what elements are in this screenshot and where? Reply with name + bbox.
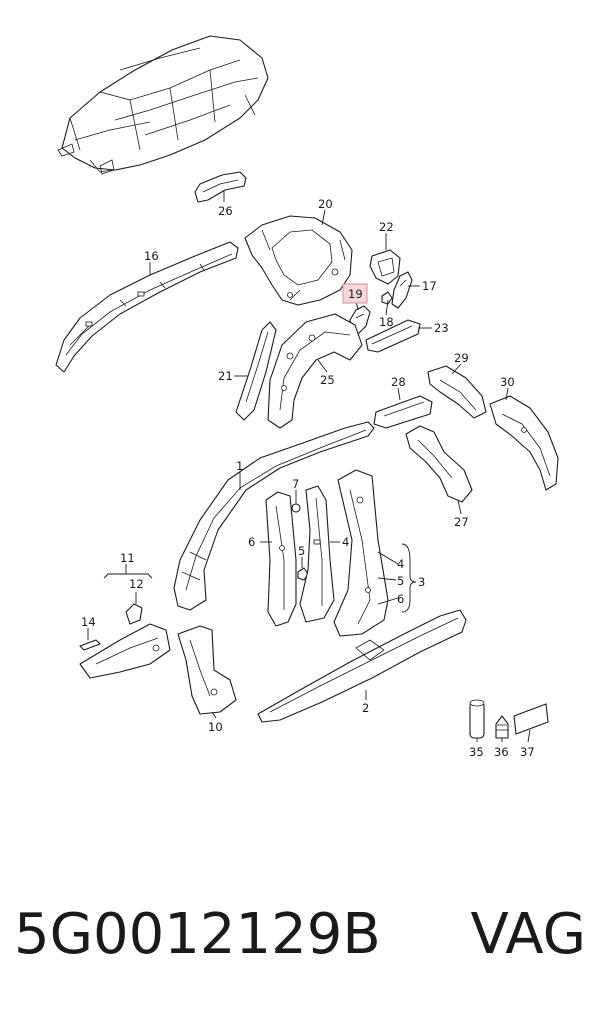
part-6-pillar-inner <box>265 491 297 627</box>
part-35-foam <box>469 699 485 739</box>
callout-25: 25 <box>320 373 335 387</box>
callout-20: 20 <box>318 197 333 211</box>
part-30-rear-panel <box>489 395 559 491</box>
part-11-front-panel <box>79 623 171 679</box>
car-body-overview <box>57 35 269 175</box>
part-16-roof-rail <box>55 241 239 373</box>
callout-1: 1 <box>236 459 243 473</box>
parts-diagram: 26 20 16 22 17 19 18 23 21 25 28 29 30 2… <box>55 35 559 759</box>
callout-28: 28 <box>391 375 406 389</box>
part-4-pillar-reinforcement <box>299 485 335 623</box>
callout-4-left: 4 <box>342 535 349 549</box>
callout-35: 35 <box>469 745 484 759</box>
part-36-grommet <box>495 715 509 739</box>
callout-11: 11 <box>120 551 135 565</box>
part-14-plate <box>79 639 101 651</box>
part-26-bracket <box>194 171 247 203</box>
callout-23: 23 <box>434 321 449 335</box>
callout-12: 12 <box>129 577 144 591</box>
part-37-label <box>513 703 549 735</box>
callout-36: 36 <box>494 745 509 759</box>
callout-29: 29 <box>454 351 469 365</box>
callout-19: 19 <box>348 287 363 301</box>
callout-27: 27 <box>454 515 469 529</box>
part-3-pillar-outer <box>333 469 389 637</box>
callout-2: 2 <box>362 701 369 715</box>
callout-37: 37 <box>520 745 535 759</box>
part-22-panel <box>369 249 401 285</box>
part-21-pillar-strip <box>235 321 277 421</box>
callouts: 26 20 16 22 17 19 18 23 21 25 28 29 30 2… <box>81 197 535 759</box>
brand-name: VAG <box>470 902 586 967</box>
callout-22: 22 <box>379 220 394 234</box>
part-7-nut <box>291 503 301 513</box>
callout-5-left: 5 <box>298 544 305 558</box>
callout-21: 21 <box>218 369 233 383</box>
callout-6-left: 6 <box>248 535 255 549</box>
callout-5-right: 5 <box>397 574 404 588</box>
callout-16: 16 <box>144 249 159 263</box>
part-number: 5G0012129B <box>14 902 381 967</box>
part-20-wheelhouse-panel <box>244 215 353 306</box>
callout-7: 7 <box>292 477 299 491</box>
part-28-reinforcement <box>373 395 433 429</box>
callout-10: 10 <box>208 720 223 734</box>
leader-lines <box>87 190 531 743</box>
part-2-sill <box>257 609 467 723</box>
highlight-19 <box>342 283 368 304</box>
callout-14: 14 <box>81 615 96 629</box>
part-1-roof-frame <box>173 421 375 611</box>
callout-17: 17 <box>422 279 437 293</box>
callout-26: 26 <box>218 204 233 218</box>
callout-3: 3 <box>418 575 425 589</box>
part-12-bracket <box>125 603 143 625</box>
callout-18: 18 <box>379 315 394 329</box>
callout-4-right: 4 <box>397 557 404 571</box>
part-23-reinforcement <box>365 319 421 353</box>
part-10-pillar-lower <box>177 625 237 715</box>
footer: 5G0012129B VAG <box>0 890 600 980</box>
callout-6-right: 6 <box>397 592 404 606</box>
callout-30: 30 <box>500 375 515 389</box>
part-27-bracket <box>405 425 473 503</box>
part-18-clip <box>381 291 393 305</box>
part-17-bracket <box>391 271 413 309</box>
part-25-wheel-arch <box>267 313 363 429</box>
part-29-bracket <box>427 365 487 419</box>
